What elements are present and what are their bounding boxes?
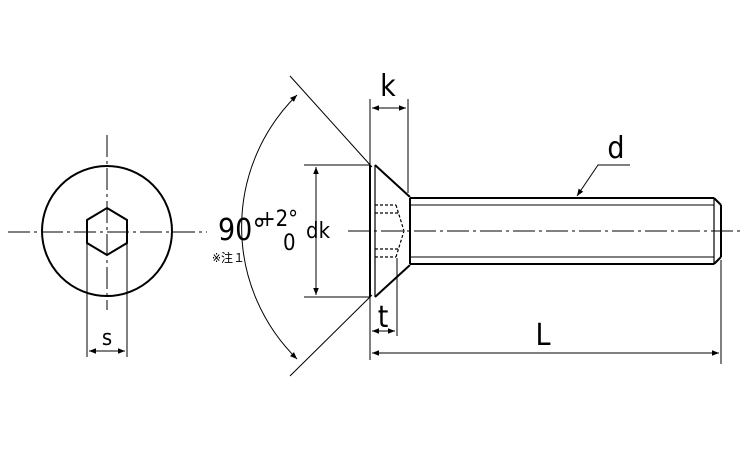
- tolerance-zero-label: 0: [283, 231, 296, 256]
- head-cone-bottom: [374, 264, 411, 298]
- k-label: k: [380, 69, 396, 104]
- note-label: ※注１: [212, 250, 245, 265]
- end-view: [8, 135, 207, 357]
- t-label: t: [378, 300, 389, 335]
- socket-hidden-lines: [375, 204, 405, 258]
- angle-extension-top: [289, 75, 373, 168]
- head-circle: [41, 165, 173, 297]
- head-cone-top: [374, 164, 411, 198]
- angle-extension-bottom: [289, 294, 373, 377]
- angle-arc: [241, 94, 298, 360]
- d-label: d: [607, 131, 624, 166]
- L-label: L: [535, 318, 550, 353]
- d-leader: [576, 164, 630, 197]
- s-label: s: [102, 326, 112, 351]
- dk-label: dk: [306, 219, 331, 244]
- chamfer-top: [713, 197, 722, 206]
- side-view: [241, 75, 742, 377]
- tolerance-plus-label: +2°: [259, 207, 298, 232]
- hex-socket: [86, 206, 128, 257]
- chamfer-bottom: [713, 256, 722, 265]
- angle-label: 90°: [218, 213, 266, 248]
